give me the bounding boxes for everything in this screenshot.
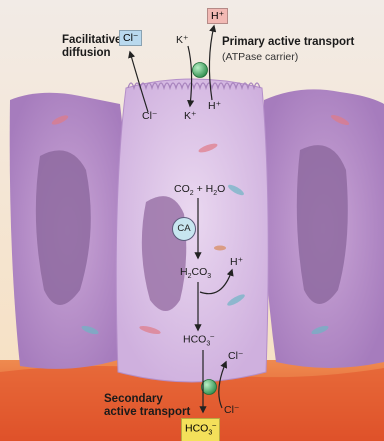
central-cell-nucleus xyxy=(142,196,186,311)
k-cytosol-label: K⁺ xyxy=(184,110,197,122)
cl-lumen-badge: Cl⁻ xyxy=(119,30,142,46)
hco3-blood-badge: HCO3– xyxy=(181,418,220,441)
h-released-label: H⁺ xyxy=(230,256,243,268)
secondary-active-transport-label: Secondary active transport xyxy=(104,393,190,419)
k-lumen-label: K⁺ xyxy=(176,34,189,46)
h2co3-label: H2CO3 xyxy=(180,266,211,281)
carbonic-anhydrase-badge: CA xyxy=(172,217,196,241)
co2-h2o-label: CO2 + H2O xyxy=(174,183,225,198)
facilitative-diffusion-label: Facilitative diffusion xyxy=(62,34,121,60)
hco3-cytosol-label: HCO3– xyxy=(183,333,214,349)
anion-exchanger-icon xyxy=(202,380,217,395)
cl-exchanger-cytosol-label: Cl⁻ xyxy=(228,350,243,362)
atpase-carrier-icon xyxy=(193,63,208,78)
h-lumen-badge: H⁺ xyxy=(207,8,228,24)
cl-exchanger-blood-label: Cl⁻ xyxy=(224,404,239,416)
h-cytosol-label: H⁺ xyxy=(208,100,221,112)
cl-cytosol-label: Cl⁻ xyxy=(142,110,157,122)
primary-active-transport-label: Primary active transport xyxy=(222,36,354,49)
right-cell-nucleus xyxy=(297,145,348,304)
atpase-carrier-label: (ATPase carrier) xyxy=(222,51,298,63)
